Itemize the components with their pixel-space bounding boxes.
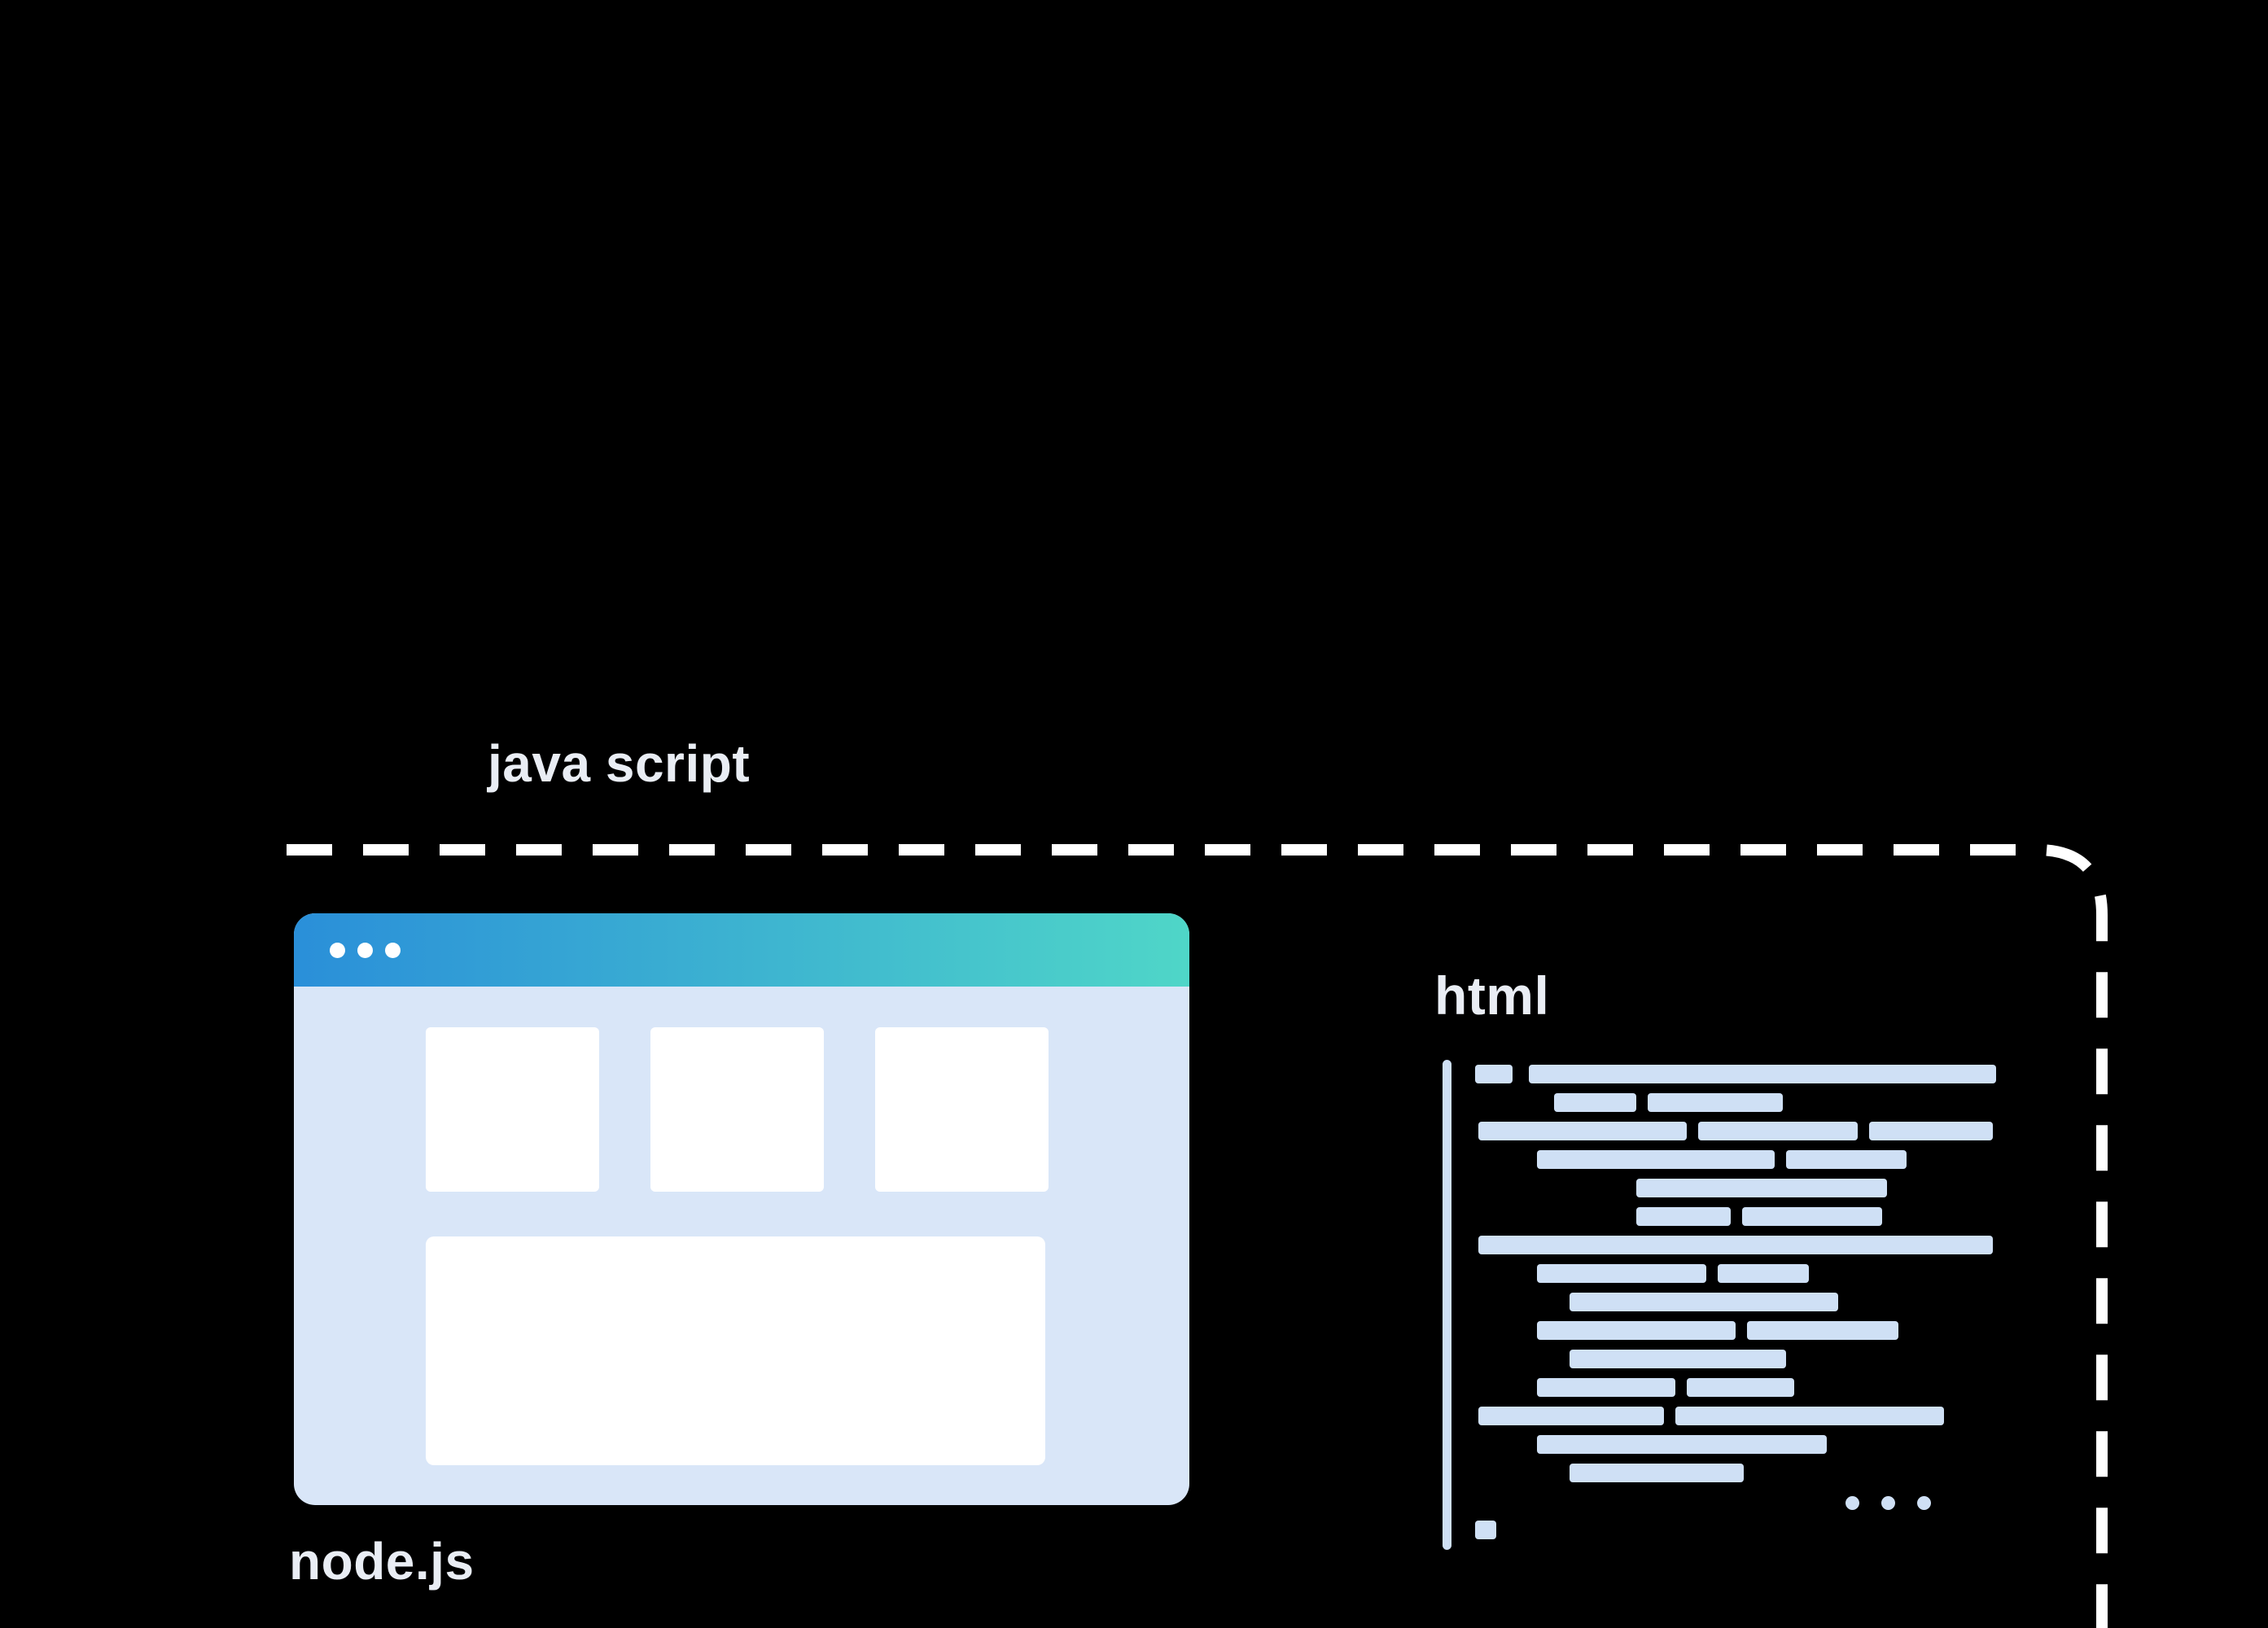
code-bar xyxy=(1529,1065,1996,1083)
window-dot xyxy=(330,942,345,958)
code-bar xyxy=(1747,1321,1898,1340)
window-controls xyxy=(330,942,401,958)
ellipsis-dot xyxy=(1845,1496,1859,1510)
code-bar xyxy=(1869,1122,1993,1140)
code-bar xyxy=(1570,1350,1786,1368)
code-line xyxy=(1475,1179,1996,1197)
code-bar xyxy=(1648,1093,1783,1112)
label-nodejs: node.js xyxy=(289,1532,475,1591)
code-bar xyxy=(1478,1236,1993,1254)
code-ellipsis-row xyxy=(1475,1492,1996,1511)
code-line xyxy=(1475,1321,1996,1340)
content-panel xyxy=(426,1236,1045,1465)
code-line xyxy=(1475,1378,1996,1397)
code-line xyxy=(1475,1122,1996,1140)
code-bar xyxy=(1687,1378,1794,1397)
card-row xyxy=(426,1027,1049,1192)
code-bar xyxy=(1537,1264,1706,1283)
browser-titlebar xyxy=(294,913,1189,987)
code-bar xyxy=(1636,1179,1887,1197)
code-line xyxy=(1475,1435,1996,1454)
code-bar xyxy=(1570,1464,1744,1482)
code-line xyxy=(1475,1293,1996,1311)
dashed-border-path xyxy=(287,844,2108,1628)
code-closing-line xyxy=(1475,1521,1996,1539)
code-bar xyxy=(1570,1293,1838,1311)
code-bar xyxy=(1786,1150,1907,1169)
card xyxy=(426,1027,599,1192)
code-bar xyxy=(1718,1264,1809,1283)
code-line xyxy=(1475,1065,1996,1083)
code-lines xyxy=(1475,1065,1996,1549)
card xyxy=(875,1027,1049,1192)
code-line xyxy=(1475,1464,1996,1482)
code-bar xyxy=(1742,1207,1882,1226)
code-bar xyxy=(1475,1521,1496,1539)
code-line xyxy=(1475,1350,1996,1368)
ellipsis-icon xyxy=(1845,1496,1931,1510)
code-bar xyxy=(1554,1093,1636,1112)
label-html: html xyxy=(1434,965,1550,1026)
code-line xyxy=(1475,1150,1996,1169)
card xyxy=(650,1027,824,1192)
code-bar xyxy=(1675,1407,1944,1425)
code-line xyxy=(1475,1264,1996,1283)
code-bar xyxy=(1478,1407,1664,1425)
code-bar xyxy=(1537,1321,1736,1340)
code-bar xyxy=(1537,1435,1827,1454)
code-bar xyxy=(1537,1378,1675,1397)
code-bar xyxy=(1475,1065,1513,1083)
ellipsis-dot xyxy=(1917,1496,1931,1510)
window-dot xyxy=(357,942,373,958)
code-bar xyxy=(1636,1207,1731,1226)
ellipsis-dot xyxy=(1881,1496,1895,1510)
code-line xyxy=(1475,1093,1996,1112)
code-bar xyxy=(1478,1122,1687,1140)
label-javascript: java script xyxy=(488,734,751,793)
code-line xyxy=(1475,1407,1996,1425)
browser-window xyxy=(294,913,1189,1505)
code-bar xyxy=(1698,1122,1858,1140)
code-line xyxy=(1475,1236,1996,1254)
window-dot xyxy=(385,942,401,958)
code-indent-rule xyxy=(1443,1060,1451,1550)
code-bar xyxy=(1537,1150,1775,1169)
code-line xyxy=(1475,1207,1996,1226)
